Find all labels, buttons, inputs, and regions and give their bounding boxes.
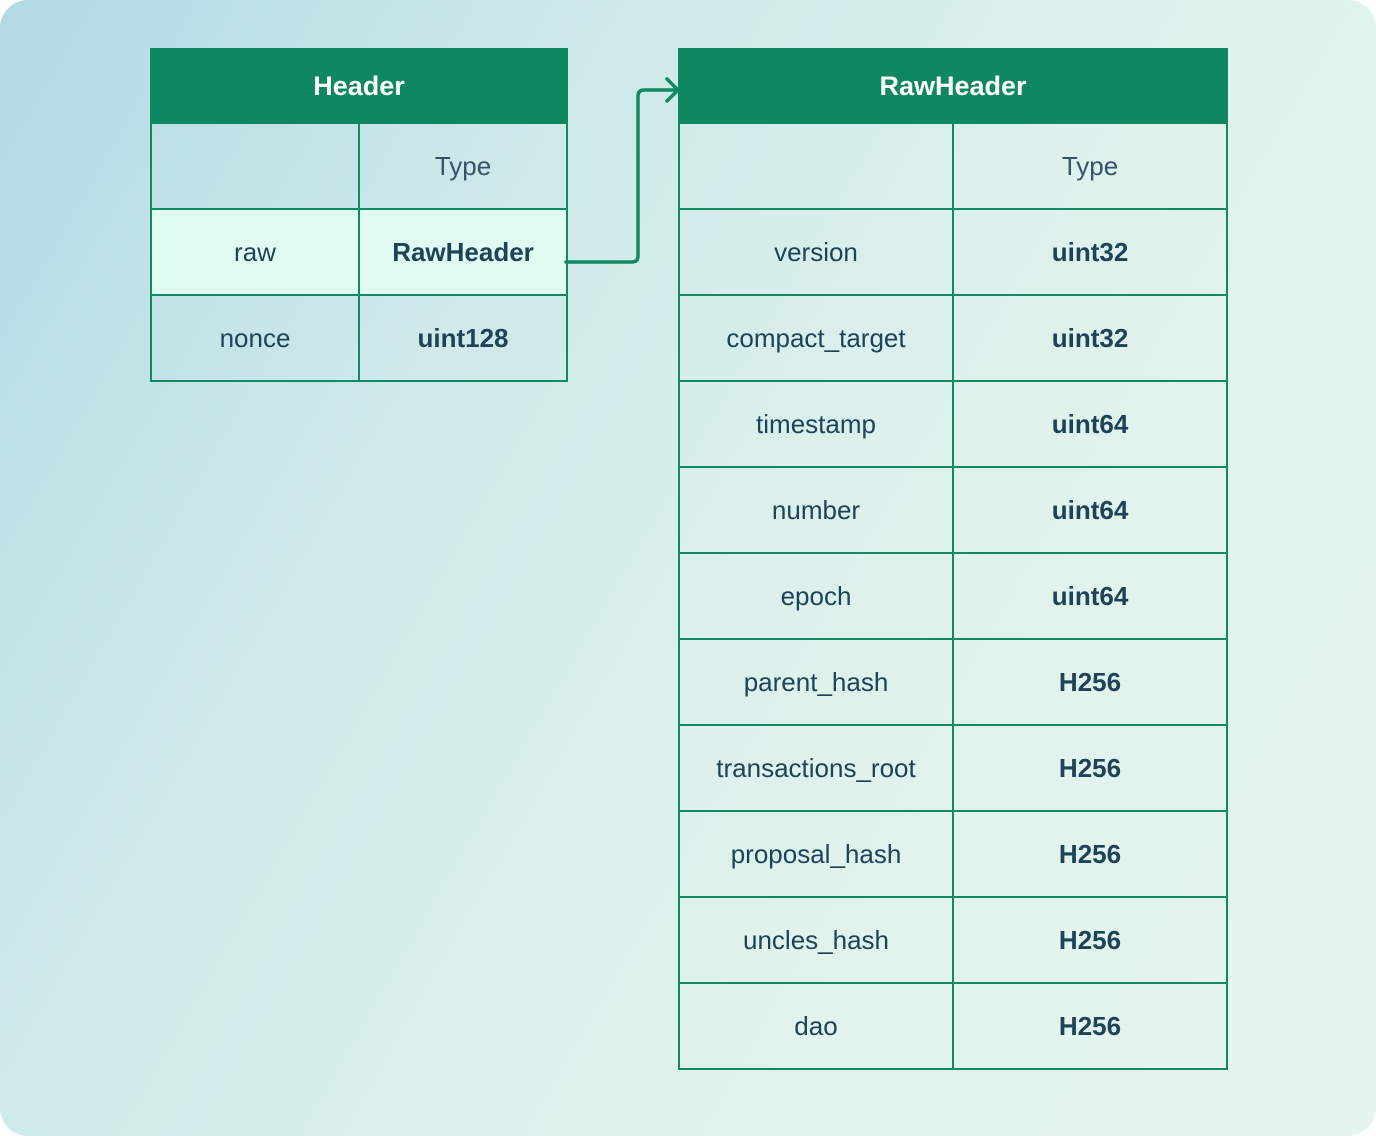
raw-header-table-title: RawHeader	[677, 48, 1229, 124]
table-row: proposal_hash H256	[678, 810, 1229, 898]
type-column-header: Type	[951, 122, 1229, 210]
table-row: dao H256	[678, 982, 1229, 1070]
table-title-row: Header	[149, 48, 569, 124]
field-type: H256	[951, 982, 1229, 1070]
table-row-raw: raw RawHeader	[150, 208, 569, 296]
table-row: parent_hash H256	[678, 638, 1229, 726]
column-header-row: Type	[150, 122, 569, 210]
header-table-title: Header	[149, 48, 569, 124]
column-header-row: Type	[678, 122, 1229, 210]
field-type: H256	[951, 638, 1229, 726]
table-row: compact_target uint32	[678, 294, 1229, 382]
field-name: version	[678, 208, 954, 296]
name-column-header	[150, 122, 360, 210]
field-type: H256	[951, 724, 1229, 812]
field-type: RawHeader	[357, 208, 569, 296]
field-name: compact_target	[678, 294, 954, 382]
table-row: transactions_root H256	[678, 724, 1229, 812]
field-type: uint32	[951, 208, 1229, 296]
name-column-header	[678, 122, 954, 210]
type-column-header: Type	[357, 122, 569, 210]
field-name: dao	[678, 982, 954, 1070]
table-row: timestamp uint64	[678, 380, 1229, 468]
field-name: epoch	[678, 552, 954, 640]
field-name: timestamp	[678, 380, 954, 468]
field-type: uint64	[951, 380, 1229, 468]
table-row: version uint32	[678, 208, 1229, 296]
field-type: uint128	[357, 294, 569, 382]
field-name: parent_hash	[678, 638, 954, 726]
raw-header-table: RawHeader Type version uint32 compact_ta…	[677, 48, 1229, 1070]
field-type: uint64	[951, 552, 1229, 640]
table-row-nonce: nonce uint128	[150, 294, 569, 382]
table-row: uncles_hash H256	[678, 896, 1229, 984]
field-name: uncles_hash	[678, 896, 954, 984]
field-name: transactions_root	[678, 724, 954, 812]
field-type: H256	[951, 896, 1229, 984]
table-row: number uint64	[678, 466, 1229, 554]
field-type: uint32	[951, 294, 1229, 382]
field-type: H256	[951, 810, 1229, 898]
table-row: epoch uint64	[678, 552, 1229, 640]
field-name: raw	[150, 208, 360, 296]
arrowhead-icon	[665, 77, 680, 103]
field-name: number	[678, 466, 954, 554]
connector-line	[564, 88, 678, 264]
field-name: proposal_hash	[678, 810, 954, 898]
field-type: uint64	[951, 466, 1229, 554]
table-title-row: RawHeader	[677, 48, 1229, 124]
header-table: Header Type raw RawHeader nonce uint128	[149, 48, 569, 382]
field-name: nonce	[150, 294, 360, 382]
